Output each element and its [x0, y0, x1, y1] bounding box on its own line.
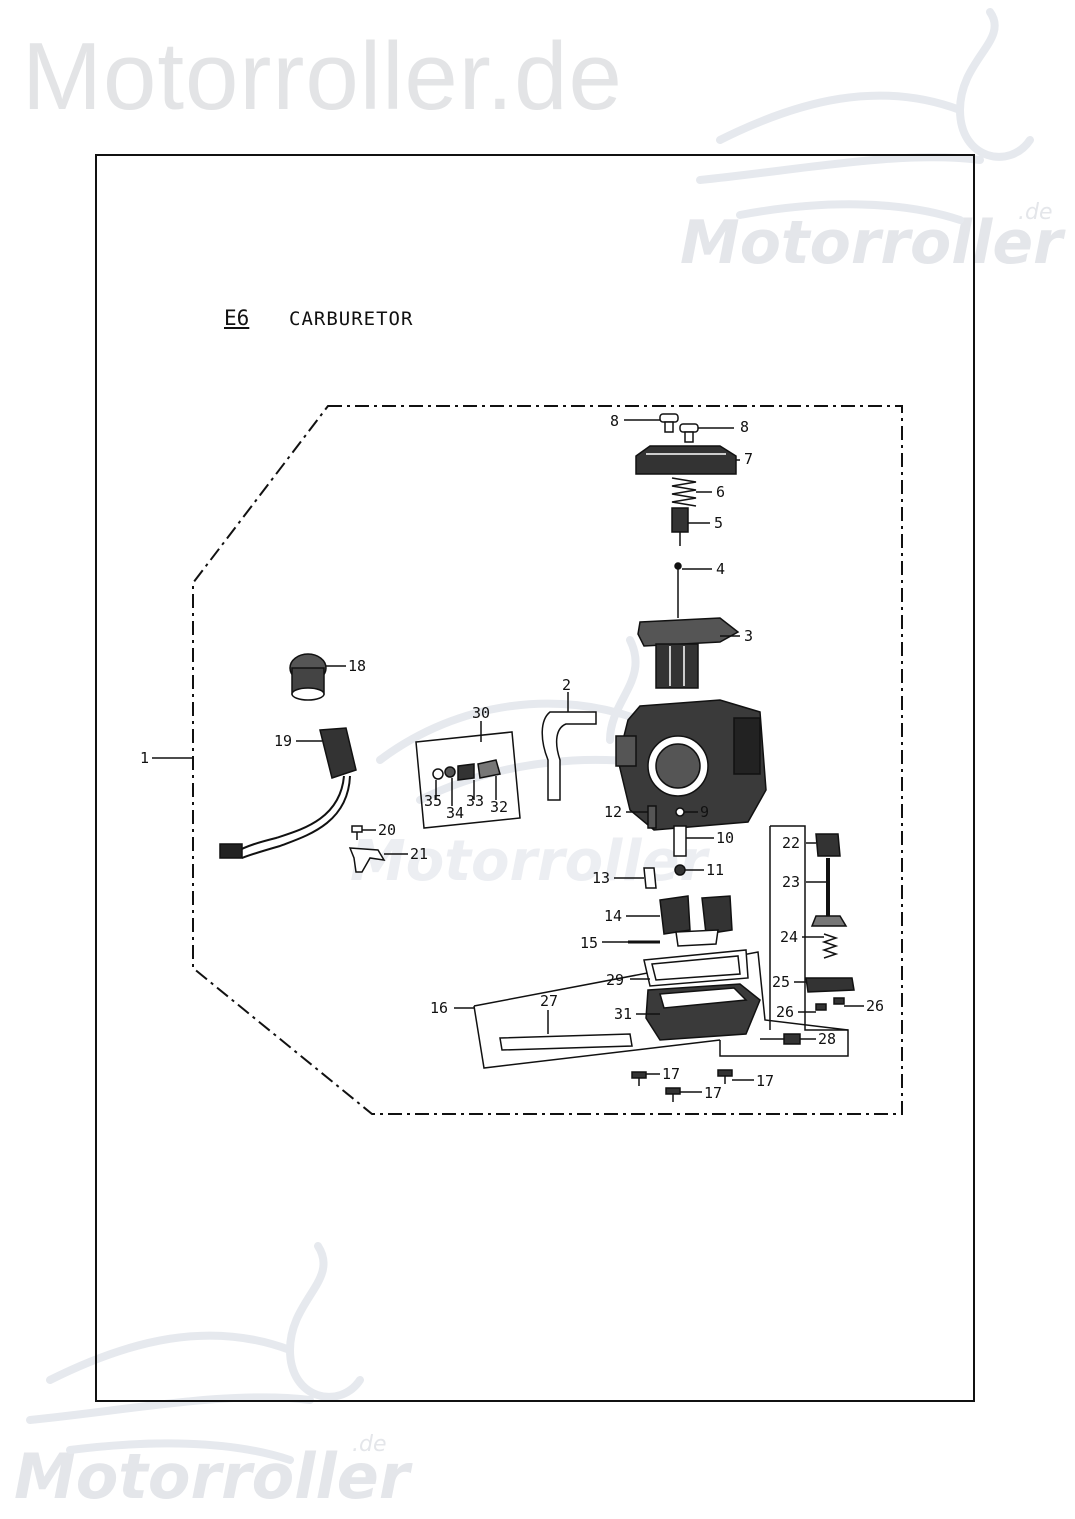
callout-16: 16 — [430, 999, 448, 1017]
part-7-top-cover — [635, 445, 737, 475]
part-27-drain-hose — [499, 1033, 633, 1051]
watermark-top-text: Motorroller.de — [22, 23, 623, 130]
callout-3: 3 — [744, 627, 753, 645]
part-29-gasket — [643, 949, 749, 987]
group-box-30 — [415, 731, 521, 829]
part-26-screw-left — [815, 1003, 827, 1011]
part-17-screw-c — [717, 1069, 733, 1084]
part-31-float-chamber — [645, 983, 761, 1041]
part-23-piston — [810, 858, 848, 927]
callout-25: 25 — [772, 973, 790, 991]
callout-10: 10 — [716, 829, 734, 847]
part-6-spring — [671, 477, 697, 507]
part-20-screw — [351, 825, 363, 840]
callout-4: 4 — [716, 560, 725, 578]
part-22-cap — [815, 833, 841, 857]
callout-17-b: 17 — [704, 1084, 722, 1102]
part-26-screw-right — [833, 997, 845, 1005]
callout-11: 11 — [706, 861, 724, 879]
part-2-hose — [541, 711, 597, 801]
part-9-o-ring — [675, 807, 685, 817]
callout-21: 21 — [410, 845, 428, 863]
callout-1: 1 — [140, 749, 149, 767]
callout-17-a: 17 — [662, 1065, 680, 1083]
callout-35: 35 — [424, 792, 442, 810]
callout-32: 32 — [490, 798, 508, 816]
part-24-spring — [821, 933, 839, 959]
part-18-choke-cap — [289, 653, 327, 701]
part-8-screw-left — [659, 413, 679, 433]
part-17-screw-a — [631, 1071, 647, 1086]
callout-33: 33 — [466, 792, 484, 810]
part-12-jet — [647, 805, 657, 829]
part-25-cover — [805, 977, 855, 993]
part-3-diaphragm-slide — [637, 617, 740, 689]
part-5-needle-holder — [671, 507, 689, 533]
callout-12: 12 — [604, 803, 622, 821]
group-box-16 — [473, 951, 849, 1031]
watermark-logo-upper-de: .de — [1018, 200, 1053, 225]
section-title: CARBURETOR — [289, 308, 414, 330]
callout-34: 34 — [446, 804, 464, 822]
callout-22: 22 — [782, 834, 800, 852]
callout-7: 7 — [744, 450, 753, 468]
part-28-drain-screw — [760, 1033, 801, 1045]
part-4-jet-needle — [674, 562, 682, 618]
part-21-bracket — [348, 847, 386, 873]
part-17-screw-b — [665, 1087, 681, 1102]
callout-30: 30 — [472, 704, 490, 722]
callout-29: 29 — [606, 971, 624, 989]
callout-15: 15 — [580, 934, 598, 952]
part-11-main-jet — [674, 864, 686, 876]
callout-8-left: 8 — [610, 412, 619, 430]
watermark-logo-upper: Motorroller — [680, 208, 1063, 278]
callout-26-right: 26 — [866, 997, 884, 1015]
part-10-needle-jet — [673, 825, 687, 857]
callout-13: 13 — [592, 869, 610, 887]
callout-2: 2 — [562, 676, 571, 694]
callout-24: 24 — [780, 928, 798, 946]
section-code: E6 — [224, 306, 250, 330]
callout-17-c: 17 — [756, 1072, 774, 1090]
callout-18: 18 — [348, 657, 366, 675]
callout-28: 28 — [818, 1030, 836, 1048]
part-8-screw-right — [679, 423, 699, 443]
callout-19: 19 — [274, 732, 292, 750]
callout-20: 20 — [378, 821, 396, 839]
callout-23: 23 — [782, 873, 800, 891]
part-carburetor-body — [615, 699, 767, 831]
callout-9: 9 — [700, 803, 709, 821]
callout-5: 5 — [714, 514, 723, 532]
part-30-pilot-screw-set — [432, 759, 501, 781]
part-13-pilot-jet — [643, 867, 657, 889]
page-frame — [95, 154, 975, 1402]
callout-8-right: 8 — [740, 418, 749, 436]
callout-31: 31 — [614, 1005, 632, 1023]
callout-27: 27 — [540, 992, 558, 1010]
watermark-logo-lower-de: .de — [352, 1432, 387, 1457]
part-14-float — [659, 895, 733, 947]
callout-6: 6 — [716, 483, 725, 501]
callout-14: 14 — [604, 907, 622, 925]
callout-26-left: 26 — [776, 1003, 794, 1021]
part-19-auto-choke — [219, 727, 357, 859]
